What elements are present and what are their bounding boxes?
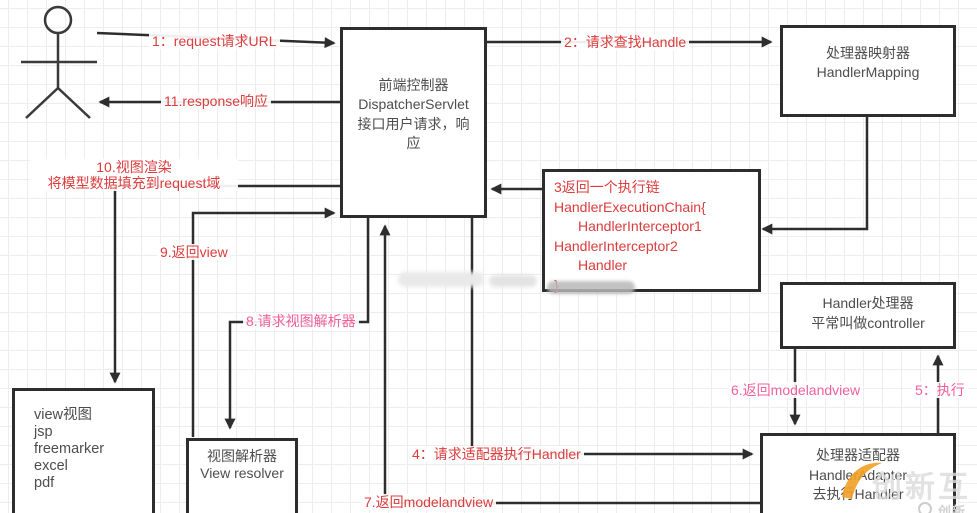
brand-swoosh-icon [842, 462, 882, 499]
box-text-line: 视图解析器 [207, 448, 277, 464]
label-step-1: 1：request请求URL [149, 33, 280, 49]
arrow-step-9 [191, 207, 336, 437]
label-step-7: 7.返回modelandview [361, 494, 497, 510]
box-view-resolver: 视图解析器 View resolver [186, 438, 298, 513]
box-text-line: 接口用户请求，响 [357, 115, 470, 132]
blurred-watermark-smudge [398, 272, 484, 287]
box-text-line: Handler [578, 257, 628, 273]
mini-logo-circle-icon [918, 502, 932, 513]
box-text-line: DispatcherServlet [358, 96, 469, 112]
box-text-line: 处理器适配器 [816, 447, 900, 463]
box-text-line: 去执行Handler [812, 486, 904, 502]
arrow-mapping-to-chain [761, 116, 869, 235]
box-text-line: freemarker [34, 441, 105, 457]
box-text-line: HandlerExecutionChain{ [554, 198, 706, 215]
user-actor-icon [21, 5, 97, 119]
box-text-line: 应 [406, 135, 421, 151]
label-step-2: 2：请求查找Handle [561, 34, 690, 50]
label-step-10-line-2: 将模型数据填充到request域 [47, 175, 221, 191]
box-text-line: HandlerMapping [816, 64, 920, 80]
brand-watermark-text: 创新互联 [872, 471, 971, 504]
blurred-watermark-smudge [489, 275, 537, 287]
box-text-line: 处理器映射器 [826, 44, 910, 61]
mini-logo-text: 创新互联 [938, 504, 967, 513]
box-view: view视图 jsp freemarker excel pdf [12, 388, 155, 513]
box-text-line: excel [34, 458, 68, 474]
box-text-line: 3返回一个执行链 [554, 179, 660, 195]
label-step-9: 9.返回view [157, 244, 231, 260]
box-text-line: View resolver [200, 465, 284, 481]
box-handler-mapping: 处理器映射器 HandlerMapping [780, 25, 956, 117]
label-step-10-line-1: 10.视图渲染 [96, 159, 172, 175]
box-text-line: Handler处理器 [822, 295, 914, 311]
box-handler-adapter: 处理器适配器 HandlerAdapter 去执行Handler [760, 433, 956, 513]
box-handler-controller: Handler处理器 平常叫做controller [780, 282, 956, 349]
label-step-4: 4：请求适配器执行Handler [409, 446, 584, 462]
label-step-5: 5：执行 [912, 382, 968, 398]
box-execution-chain: 3返回一个执行链 HandlerExecutionChain{ HandlerI… [542, 169, 761, 293]
box-text-line: view视图 [34, 407, 93, 423]
box-text-line: jsp [34, 424, 53, 440]
box-text-line: HandlerInterceptor2 [554, 237, 678, 254]
label-step-8: 8.请求视图解析器 [243, 313, 359, 329]
label-step-10: 10.视图渲染 将模型数据填充到request域 [30, 159, 238, 191]
box-text-line: 平常叫做controller [811, 314, 925, 331]
box-dispatcher-servlet: 前端控制器 DispatcherServlet 接口用户请求，响 应 [340, 27, 487, 218]
label-step-6: 6.返回modelandview [728, 382, 864, 398]
box-text-line: pdf [34, 475, 55, 491]
blurred-watermark-smudge [547, 281, 635, 294]
arrow-step-10 [109, 184, 340, 384]
label-step-11: 11.response响应 [161, 93, 272, 109]
box-text-line: 前端控制器 [378, 76, 449, 93]
box-text-line: HandlerInterceptor1 [578, 218, 702, 234]
